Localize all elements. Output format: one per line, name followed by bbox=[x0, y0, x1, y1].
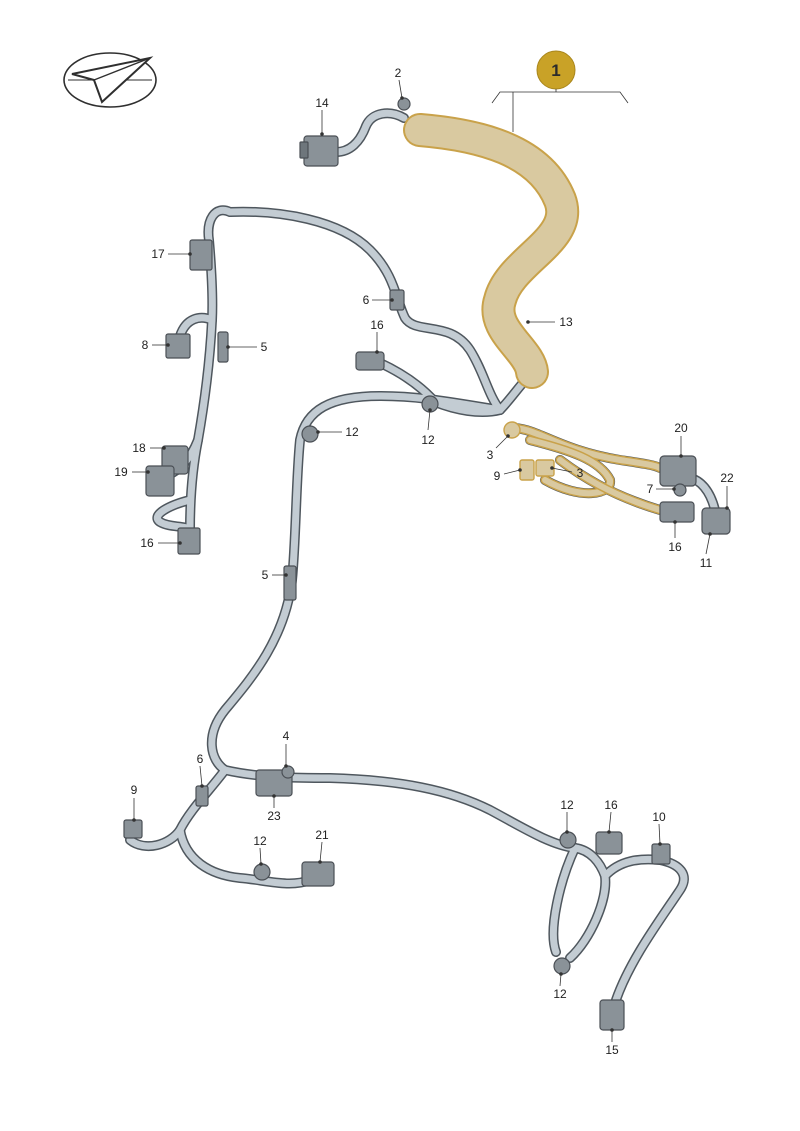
callout-19: 19 bbox=[114, 465, 128, 479]
connector-16-upper[interactable] bbox=[355, 351, 385, 371]
connector-17[interactable] bbox=[189, 239, 213, 271]
callout-5-upper: 5 bbox=[261, 340, 268, 354]
callout-6-lower: 6 bbox=[197, 752, 204, 766]
callout-16-left: 16 bbox=[140, 536, 154, 550]
callout-8: 8 bbox=[142, 338, 149, 352]
badge-label: 1 bbox=[551, 61, 560, 80]
connector-16-lower-right[interactable] bbox=[595, 831, 623, 855]
clip-3-upper[interactable] bbox=[503, 421, 521, 439]
callout-21: 21 bbox=[315, 828, 329, 842]
callout-12-lower-left: 12 bbox=[253, 834, 267, 848]
callout-3-upper: 3 bbox=[487, 448, 494, 462]
callout-12-left: 12 bbox=[345, 425, 359, 439]
part-badge[interactable]: 1 bbox=[536, 50, 576, 90]
callout-10: 10 bbox=[652, 810, 666, 824]
connector-16-left[interactable] bbox=[177, 527, 201, 555]
callout-2: 2 bbox=[395, 66, 402, 80]
clip-12-left[interactable] bbox=[301, 425, 319, 443]
connector-9-lower[interactable] bbox=[123, 819, 143, 839]
callout-13: 13 bbox=[559, 315, 573, 329]
sensor-11[interactable] bbox=[701, 507, 731, 535]
clip-12-right-upper[interactable] bbox=[559, 831, 577, 849]
callout-23: 23 bbox=[267, 809, 281, 823]
connector-19[interactable] bbox=[145, 465, 175, 497]
clip-10[interactable] bbox=[651, 843, 671, 865]
callout-6-upper: 6 bbox=[363, 293, 370, 307]
callout-12-right-upper: 12 bbox=[560, 798, 574, 812]
callout-14: 14 bbox=[315, 96, 329, 110]
callout-16-right: 16 bbox=[668, 540, 682, 554]
clip-12-lower-left[interactable] bbox=[253, 863, 271, 881]
clip-12-right-lower[interactable] bbox=[553, 957, 571, 975]
connector-9-upper[interactable] bbox=[519, 459, 535, 481]
highlighted-connectors bbox=[503, 421, 555, 481]
callout-12-center: 12 bbox=[421, 433, 435, 447]
callout-17: 17 bbox=[151, 247, 165, 261]
callout-16-upper: 16 bbox=[370, 318, 384, 332]
clip-6-lower[interactable] bbox=[195, 785, 209, 807]
callout-3-lower: 3 bbox=[577, 466, 584, 480]
callout-5-middle: 5 bbox=[262, 568, 269, 582]
callout-16-lower-right: 16 bbox=[604, 798, 618, 812]
callout-12-right-lower: 12 bbox=[553, 987, 567, 1001]
paper-plane-logo-icon bbox=[63, 52, 157, 108]
highlighted-main-sleeve bbox=[403, 113, 580, 389]
leader-lines bbox=[132, 79, 729, 1042]
callout-18: 18 bbox=[132, 441, 146, 455]
connector-14[interactable] bbox=[303, 135, 339, 167]
callout-4: 4 bbox=[283, 729, 290, 743]
callout-11: 11 bbox=[700, 556, 713, 570]
cable-outlines bbox=[125, 108, 720, 1005]
clip-5-middle[interactable] bbox=[283, 565, 297, 601]
connector-21[interactable] bbox=[301, 861, 335, 887]
clip-2[interactable] bbox=[397, 97, 411, 111]
connector-20[interactable] bbox=[659, 455, 697, 487]
callout-22: 22 bbox=[720, 471, 734, 485]
connector-16-right[interactable] bbox=[659, 501, 695, 523]
connector-8[interactable] bbox=[165, 333, 191, 359]
callout-15: 15 bbox=[605, 1043, 619, 1057]
highlighted-branch-cables bbox=[510, 423, 665, 515]
clip-4[interactable] bbox=[281, 765, 295, 779]
connector-15[interactable] bbox=[599, 999, 625, 1031]
clip-7[interactable] bbox=[673, 483, 687, 497]
callout-labels: 2 14 17 6 16 13 8 5 12 12 18 19 16 3 20 … bbox=[114, 66, 734, 1057]
connectors bbox=[123, 97, 731, 1031]
callout-20: 20 bbox=[674, 421, 688, 435]
callout-7: 7 bbox=[647, 482, 654, 496]
callout-9-upper: 9 bbox=[494, 469, 501, 483]
callout-9-lower: 9 bbox=[131, 783, 138, 797]
badge-bracket bbox=[491, 89, 629, 132]
